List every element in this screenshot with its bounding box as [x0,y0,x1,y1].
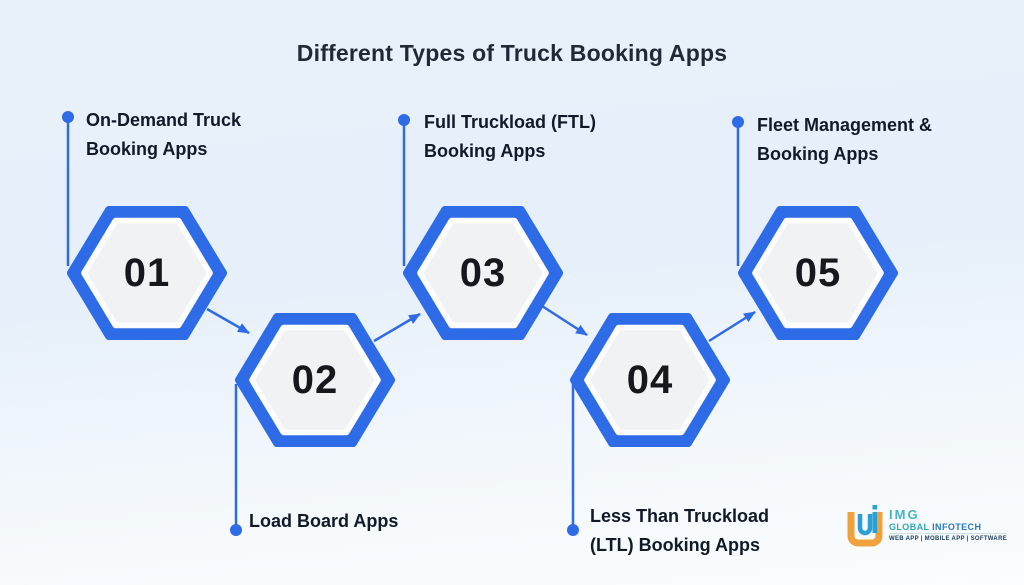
flow-arrow-icon [541,304,588,337]
logo-img-global-infotech: IMG GLOBAL INFOTECH WEB APP | MOBILE APP… [846,504,1007,550]
label-item-2: Load Board Apps [249,507,398,536]
label-line: Load Board Apps [249,511,399,531]
label-line: Full Truckload (FTL) [424,112,596,132]
logo-text-block: IMG GLOBAL INFOTECH WEB APP | MOBILE APP… [889,504,1007,544]
label-item-4: Less Than Truckload (LTL) Booking Apps [590,502,769,560]
logo-subtitle-word1: GLOBAL [889,522,930,532]
logo-subtitle: GLOBAL INFOTECH [889,521,1007,533]
logo-icon [847,505,883,547]
hexagon-icon [738,206,898,340]
logo-brand-text: IMG [889,507,920,522]
page-title: Different Types of Truck Booking Apps [296,40,728,66]
hexagon-icon [570,313,730,447]
label-line: Fleet Management & [757,115,933,135]
hex-number: 03 [459,250,507,295]
label-line: On-Demand Truck [86,110,242,130]
hex-number: 02 [291,357,339,402]
connector-dot-icon [398,114,410,126]
hexagon-icon [235,313,395,447]
label-item-5: Fleet Management & Booking Apps [757,111,932,169]
connector-dot-icon [567,524,579,536]
label-line: Booking Apps [757,144,879,164]
hex-node-3: 03 [403,203,563,343]
connector-dot-icon [732,116,744,128]
label-line: Less Than Truckload [590,506,770,526]
label-item-3: Full Truckload (FTL) Booking Apps [424,108,596,166]
label-line: Booking Apps [424,141,546,161]
label-line: Booking Apps [86,139,208,159]
hex-node-5: 05 [738,203,898,343]
hex-node-4: 04 [570,310,730,450]
logo-subtitle-word2: INFOTECH [932,522,982,532]
hexagon-icon [403,206,563,340]
hex-number: 01 [123,250,171,295]
flow-arrow-icon [206,307,250,335]
label-item-1: On-Demand Truck Booking Apps [86,106,241,164]
flow-arrow-icon [708,310,756,343]
hexagon-icon [67,206,227,340]
logo-tagline: WEB APP | MOBILE APP | SOFTWARE [889,533,1007,544]
hex-number: 04 [626,357,674,402]
flow-arrow-icon [373,312,421,343]
connector-dot-icon [62,111,74,123]
hex-number: 05 [794,250,842,295]
hex-node-2: 02 [235,310,395,450]
connector-dot-icon [230,524,242,536]
label-line: (LTL) Booking Apps [590,535,760,555]
hex-node-1: 01 [67,203,227,343]
